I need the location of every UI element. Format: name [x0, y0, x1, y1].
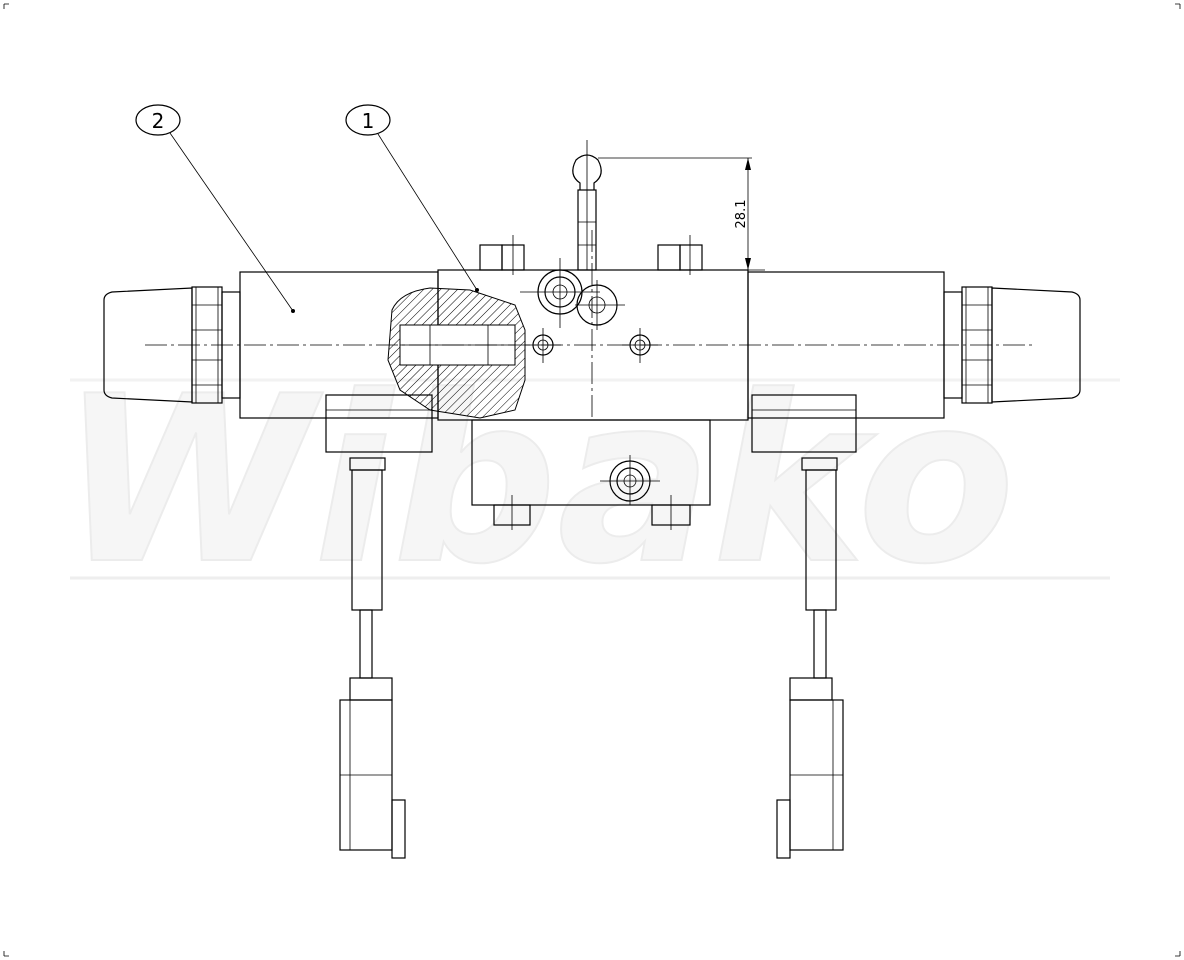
dimension-value: 28.1 — [734, 200, 749, 229]
subplate — [471, 419, 711, 530]
corner-marks — [3, 3, 1181, 957]
balloon-1: 1 — [345, 104, 478, 291]
balloon-2: 2 — [135, 104, 294, 312]
left-connector — [325, 394, 433, 859]
right-connector — [751, 394, 857, 859]
dimension-28-1: 28.1 — [598, 157, 765, 271]
watermark: Wibako — [60, 348, 1015, 615]
balloon-label: 2 — [152, 109, 165, 133]
balloon-label: 1 — [362, 109, 375, 133]
